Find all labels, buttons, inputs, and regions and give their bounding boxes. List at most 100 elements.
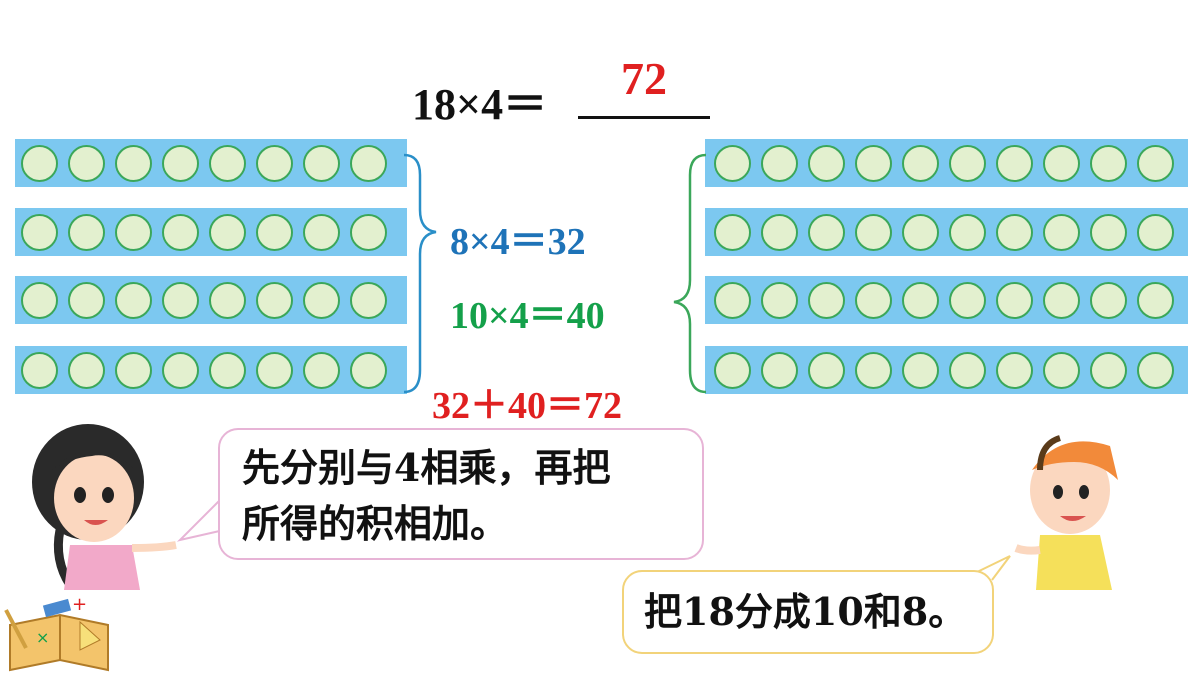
boy-speech-bubble: 把18分成10和8。 xyxy=(622,570,994,654)
counter-dot xyxy=(209,144,246,182)
counter-dot xyxy=(162,281,199,319)
equation-expression: 18×4＝ xyxy=(412,80,548,129)
left-group-brace xyxy=(403,153,437,394)
counter-dot xyxy=(1043,144,1080,182)
counter-dot xyxy=(162,213,199,251)
counter-dot xyxy=(761,351,798,389)
counter-dot xyxy=(68,213,105,251)
answer-blank-line xyxy=(578,116,710,119)
step-sum: 32＋40＝72 xyxy=(432,385,623,427)
boy-speech-text: 把18分成10和8。 xyxy=(644,589,967,634)
counter-dot xyxy=(808,144,845,182)
boy-illustration xyxy=(1014,435,1118,590)
counter-dot xyxy=(350,213,387,251)
counter-dot xyxy=(209,351,246,389)
counter-dot xyxy=(21,281,58,319)
counter-dot xyxy=(996,351,1033,389)
counter-dot xyxy=(761,281,798,319)
counter-dot xyxy=(714,351,751,389)
counter-dot xyxy=(68,144,105,182)
counter-dot xyxy=(209,281,246,319)
counter-dot xyxy=(949,281,986,319)
counter-dot xyxy=(996,281,1033,319)
counter-dot xyxy=(303,351,340,389)
right-dot-row xyxy=(705,346,1188,394)
counter-dot xyxy=(714,281,751,319)
counter-dot xyxy=(761,213,798,251)
svg-text:+: + xyxy=(72,594,87,615)
counter-dot xyxy=(902,144,939,182)
counter-dot xyxy=(350,351,387,389)
counter-dot xyxy=(21,144,58,182)
counter-dot xyxy=(949,351,986,389)
counter-dot xyxy=(21,213,58,251)
counter-dot xyxy=(949,213,986,251)
counter-dot xyxy=(1137,281,1174,319)
counter-dot xyxy=(808,351,845,389)
counter-dot xyxy=(808,213,845,251)
counter-dot xyxy=(303,213,340,251)
counter-dot xyxy=(855,351,892,389)
counter-dot xyxy=(714,213,751,251)
counter-dot xyxy=(714,144,751,182)
counter-dot xyxy=(115,281,152,319)
right-dot-row xyxy=(705,139,1188,187)
counter-dot xyxy=(1137,213,1174,251)
counter-dot xyxy=(1090,281,1127,319)
svg-text:×: × xyxy=(36,628,49,647)
counter-dot xyxy=(855,144,892,182)
counter-dot xyxy=(1090,144,1127,182)
counter-dot xyxy=(256,213,293,251)
counter-dot xyxy=(256,351,293,389)
counter-dot xyxy=(1043,281,1080,319)
left-dot-row xyxy=(15,139,407,187)
counter-dot xyxy=(115,351,152,389)
right-dot-row xyxy=(705,208,1188,256)
counter-dot xyxy=(350,281,387,319)
counter-dot xyxy=(855,281,892,319)
counter-dot xyxy=(1137,351,1174,389)
right-dot-row xyxy=(705,276,1188,324)
counter-dot xyxy=(761,144,798,182)
counter-dot xyxy=(1137,144,1174,182)
girl-illustration xyxy=(32,424,177,590)
counter-dot xyxy=(115,144,152,182)
counter-dot xyxy=(808,281,845,319)
counter-dot xyxy=(1090,351,1127,389)
counter-dot xyxy=(996,144,1033,182)
counter-dot xyxy=(1043,351,1080,389)
left-dot-row xyxy=(15,346,407,394)
counter-dot xyxy=(303,281,340,319)
counter-dot xyxy=(256,281,293,319)
book-stationery-illustration: + × xyxy=(4,594,109,672)
counter-dot xyxy=(855,213,892,251)
counter-dot xyxy=(21,351,58,389)
counter-dot xyxy=(256,144,293,182)
counter-dot xyxy=(1090,213,1127,251)
counter-dot xyxy=(902,281,939,319)
counter-dot xyxy=(209,213,246,251)
counter-dot xyxy=(996,213,1033,251)
counter-dot xyxy=(902,213,939,251)
counter-dot xyxy=(115,213,152,251)
counter-dot xyxy=(68,281,105,319)
girl-speech-line-1: 先分别与4相乘，再把 xyxy=(242,445,611,490)
counter-dot xyxy=(68,351,105,389)
step-8x4: 8×4＝32 xyxy=(450,221,586,263)
left-dot-row xyxy=(15,276,407,324)
counter-dot xyxy=(162,351,199,389)
counter-dot xyxy=(350,144,387,182)
girl-bubble-tail xyxy=(176,499,225,542)
left-dot-row xyxy=(15,208,407,256)
counter-dot xyxy=(303,144,340,182)
girl-speech-bubble: 先分别与4相乘，再把 所得的积相加。 xyxy=(218,428,704,560)
equation-answer: 72 xyxy=(621,53,667,104)
counter-dot xyxy=(162,144,199,182)
counter-dot xyxy=(1043,213,1080,251)
counter-dot xyxy=(902,351,939,389)
counter-dot xyxy=(949,144,986,182)
girl-speech-line-2: 所得的积相加。 xyxy=(242,501,509,546)
step-10x4: 10×4＝40 xyxy=(450,295,605,337)
right-group-brace xyxy=(673,153,707,394)
